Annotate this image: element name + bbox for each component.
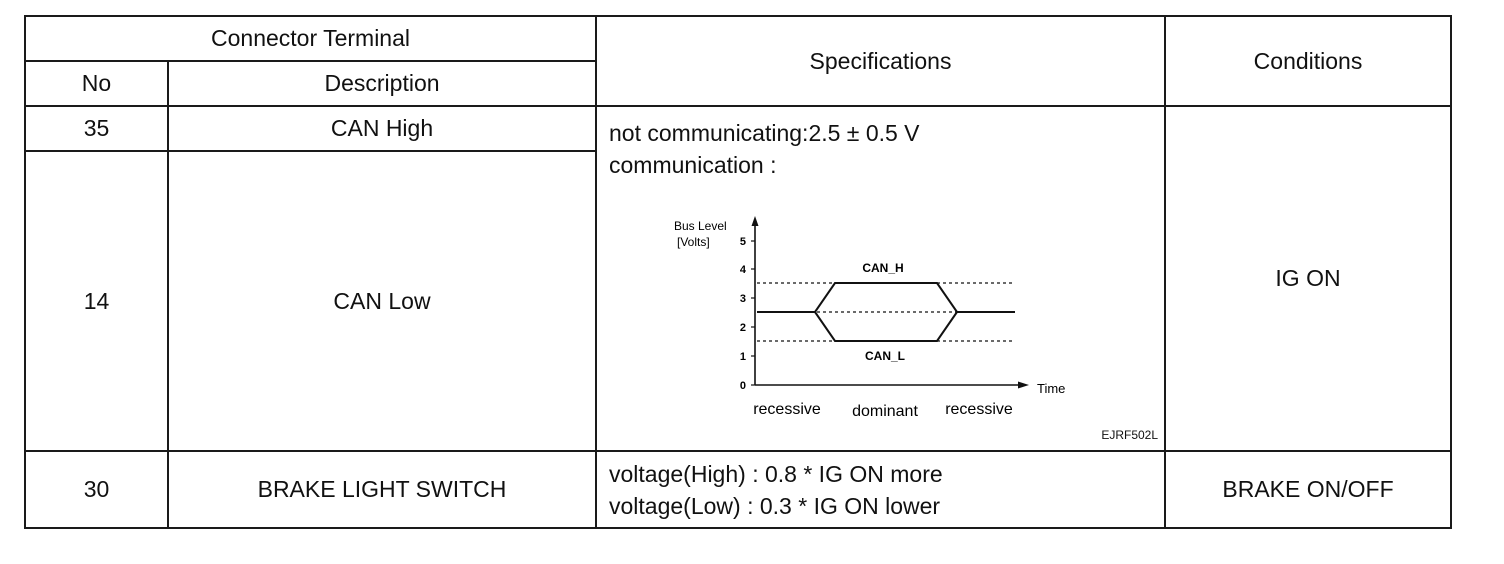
phase-dominant: dominant [852, 403, 918, 420]
y-axis-label-1: Bus Level [674, 219, 727, 233]
can-spec-line1: not communicating:2.5 ± 0.5 V [609, 120, 920, 146]
row-no-30: 30 [24, 450, 169, 529]
no-header: No [24, 60, 169, 107]
brake-spec-line2: voltage(Low) : 0.3 * IG ON lower [609, 493, 941, 519]
tick-label-2: 2 [740, 322, 746, 334]
brake-spec-cell: voltage(High) : 0.8 * IG ON more voltage… [595, 450, 1167, 529]
can-bus-level-diagram: 0 1 2 3 4 5 Bus Level [Volts] Time CAN [674, 216, 1065, 420]
description-header: Description [166, 60, 598, 107]
x-axis-arrow [1018, 381, 1030, 389]
row-no-35: 35 [24, 105, 169, 152]
brake-spec-line1: voltage(High) : 0.8 * IG ON more [609, 461, 943, 487]
specifications-header: Specifications [595, 15, 1167, 107]
conditions-header: Conditions [1164, 15, 1453, 107]
row-desc-can-low: CAN Low [166, 150, 598, 452]
can-condition-cell: IG ON [1164, 105, 1453, 452]
figure-code: EJRF502L [1101, 428, 1159, 442]
can-l-signal [814, 311, 958, 342]
brake-condition-cell: BRAKE ON/OFF [1164, 450, 1453, 529]
tick-label-3: 3 [740, 293, 746, 305]
tick-label-5: 5 [740, 236, 746, 248]
x-axis-label: Time [1037, 381, 1065, 396]
connector-spec-table: Connector Terminal Specifications Condit… [23, 15, 1453, 529]
tick-label-0: 0 [740, 380, 746, 392]
row-desc-can-high: CAN High [166, 105, 598, 152]
can-l-label: CAN_L [865, 349, 905, 363]
can-h-label: CAN_H [862, 261, 903, 275]
y-axis-label-2: [Volts] [677, 235, 710, 249]
y-axis-arrow [751, 216, 759, 226]
can-spec-cell: not communicating:2.5 ± 0.5 V communicat… [595, 105, 1167, 452]
tick-label-4: 4 [740, 264, 747, 276]
can-h-signal [757, 282, 1016, 313]
connector-terminal-header: Connector Terminal [23, 15, 598, 62]
row-desc-brake-light-switch: BRAKE LIGHT SWITCH [166, 450, 598, 529]
phase-recessive-right: recessive [945, 401, 1013, 418]
tick-label-1: 1 [740, 351, 746, 363]
phase-recessive-left: recessive [753, 401, 821, 418]
row-no-14: 14 [24, 150, 169, 452]
can-spec-line2: communication : [609, 152, 777, 178]
